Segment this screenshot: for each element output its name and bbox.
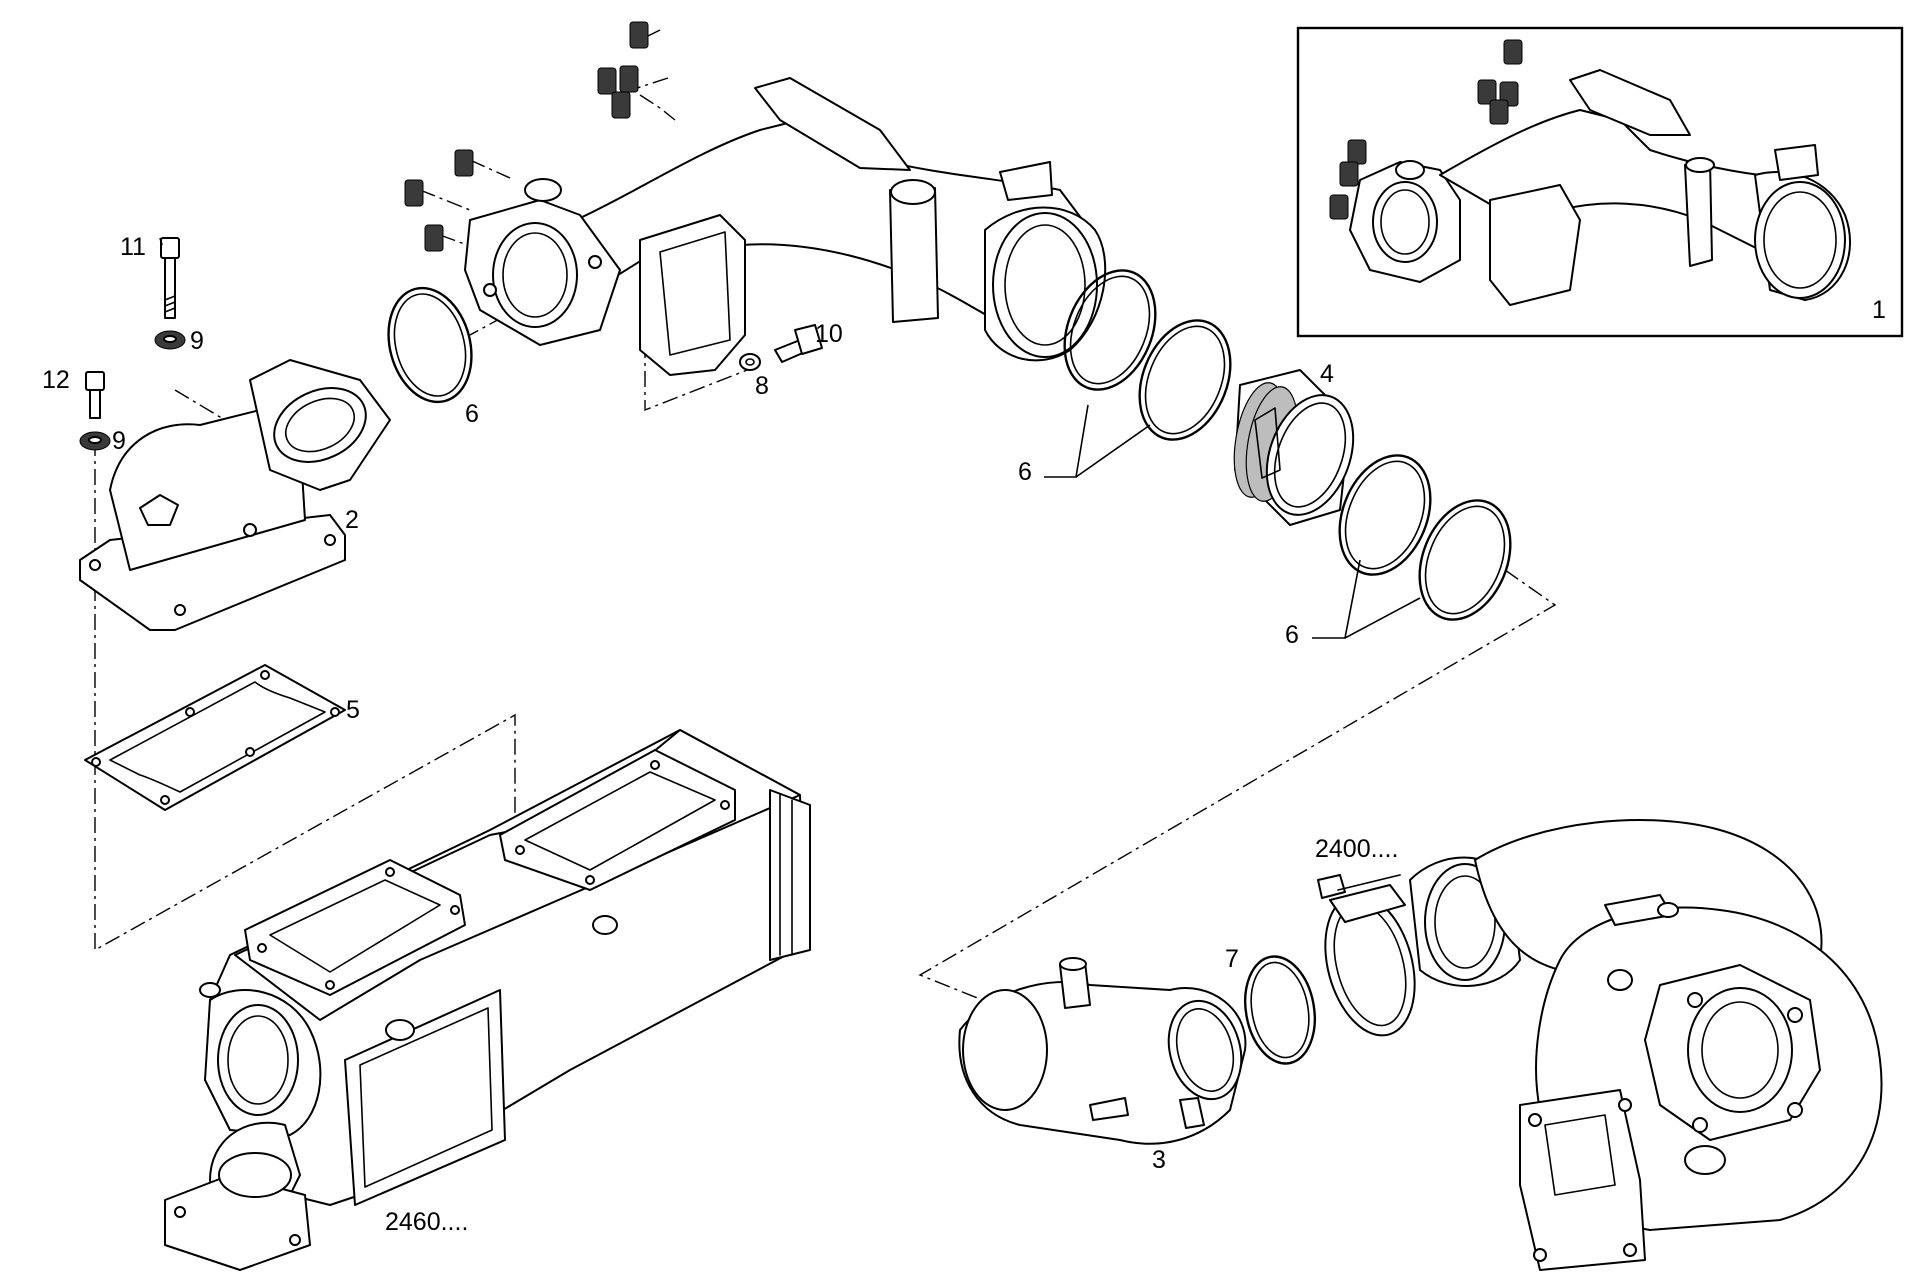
callout-5: 5 [346,696,360,724]
callout-ref-2400: 2400.... [1315,835,1398,863]
callout-8: 8 [755,372,769,400]
v-band-clamp [1244,874,1416,1065]
callout-6-middle: 6 [1018,458,1032,486]
callout-10: 10 [815,320,843,348]
callout-12: 12 [42,366,70,394]
callout-6-left: 6 [465,400,479,428]
callout-7: 7 [1225,945,1239,973]
leader-lines [159,237,1421,639]
callout-ref-2460: 2460.... [385,1208,468,1236]
o-rings [387,269,1512,621]
manifold-studs [404,21,649,252]
connecting-sleeve [1233,369,1355,526]
turbo-inlet-pipe [958,957,1247,1145]
intake-manifold [404,21,1107,376]
callout-4: 4 [1320,360,1334,388]
callout-6-right: 6 [1285,621,1299,649]
intercooler-housing [164,729,811,1271]
callout-9-upper: 9 [190,327,204,355]
intake-elbow [79,359,391,631]
callout-labels: 1 2 3 4 5 6 6 6 7 8 9 9 10 11 12 2400...… [42,233,1886,1236]
callout-1: 1 [1872,296,1886,324]
callout-9-lower: 9 [112,427,126,455]
inset-box [1296,26,1904,338]
callout-3: 3 [1152,1146,1166,1174]
flange-gasket [84,664,346,811]
fasteners [79,237,823,451]
turbocharger [1409,819,1883,1271]
callout-2: 2 [345,506,359,534]
callout-11: 11 [120,233,146,261]
